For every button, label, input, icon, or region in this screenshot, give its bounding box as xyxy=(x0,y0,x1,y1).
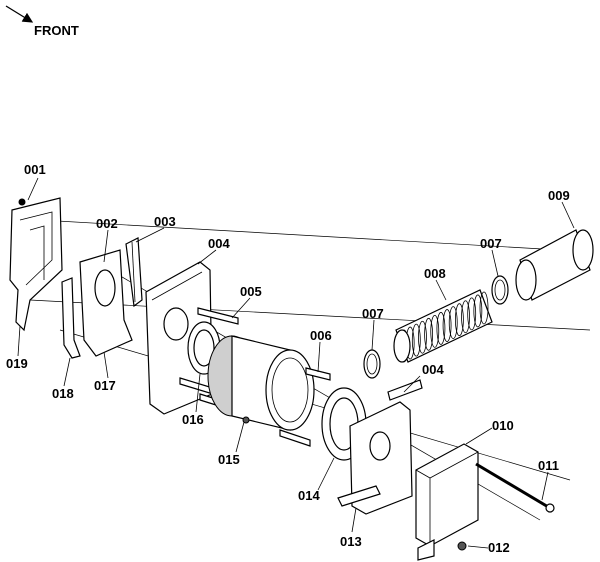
label-001: 001 xyxy=(24,162,46,177)
label-011: 011 xyxy=(538,458,559,473)
label-010: 010 xyxy=(492,418,514,433)
duct-rib xyxy=(454,303,464,337)
duct-rib xyxy=(461,300,470,334)
label-006: 006 xyxy=(310,328,332,343)
part-007-clamp-left xyxy=(363,349,381,379)
duct-rib xyxy=(436,312,446,345)
duct-rib xyxy=(448,306,458,340)
part-003-strip xyxy=(125,237,143,308)
label-012: 012 xyxy=(488,540,510,555)
part-002-plate xyxy=(79,249,133,357)
label-004-right: 004 xyxy=(422,362,444,377)
part-012-screw xyxy=(457,541,467,551)
label-003: 003 xyxy=(154,214,176,229)
label-008: 008 xyxy=(424,266,446,281)
label-014: 014 xyxy=(298,488,320,503)
duct-rib xyxy=(467,297,477,331)
label-004-left: 004 xyxy=(208,236,230,251)
part-011-rod xyxy=(475,462,555,513)
part-008-flex-duct xyxy=(393,289,493,363)
label-005: 005 xyxy=(240,284,262,299)
part-018-strip xyxy=(61,277,81,359)
duct-rib xyxy=(442,309,452,342)
duct-rib xyxy=(430,314,440,348)
duct-rib xyxy=(411,323,421,357)
label-017: 017 xyxy=(94,378,116,393)
part-010-heater-box xyxy=(415,443,479,561)
front-arrow-icon xyxy=(5,5,34,23)
label-018: 018 xyxy=(52,386,74,401)
part-007-clamp-right xyxy=(491,275,509,305)
duct-rib xyxy=(424,317,434,351)
label-007-right: 007 xyxy=(480,236,502,251)
label-002: 002 xyxy=(96,216,118,231)
label-019: 019 xyxy=(6,356,28,371)
part-006-rods xyxy=(279,367,331,447)
part-015-blower-housing xyxy=(207,335,315,431)
label-007-left: 007 xyxy=(362,306,384,321)
leader-lines xyxy=(17,177,575,549)
part-009-cylinder xyxy=(515,229,594,301)
label-009: 009 xyxy=(548,188,570,203)
duct-rib xyxy=(418,320,427,354)
label-013: 013 xyxy=(340,534,362,549)
duct-rib xyxy=(479,291,489,325)
part-013-bracket xyxy=(337,379,423,515)
duct-rib xyxy=(473,294,483,328)
label-016: 016 xyxy=(182,412,204,427)
front-label: FRONT xyxy=(34,23,79,38)
screw-001-icon xyxy=(18,198,26,206)
label-015: 015 xyxy=(218,452,240,467)
part-019-bracket xyxy=(9,197,63,332)
